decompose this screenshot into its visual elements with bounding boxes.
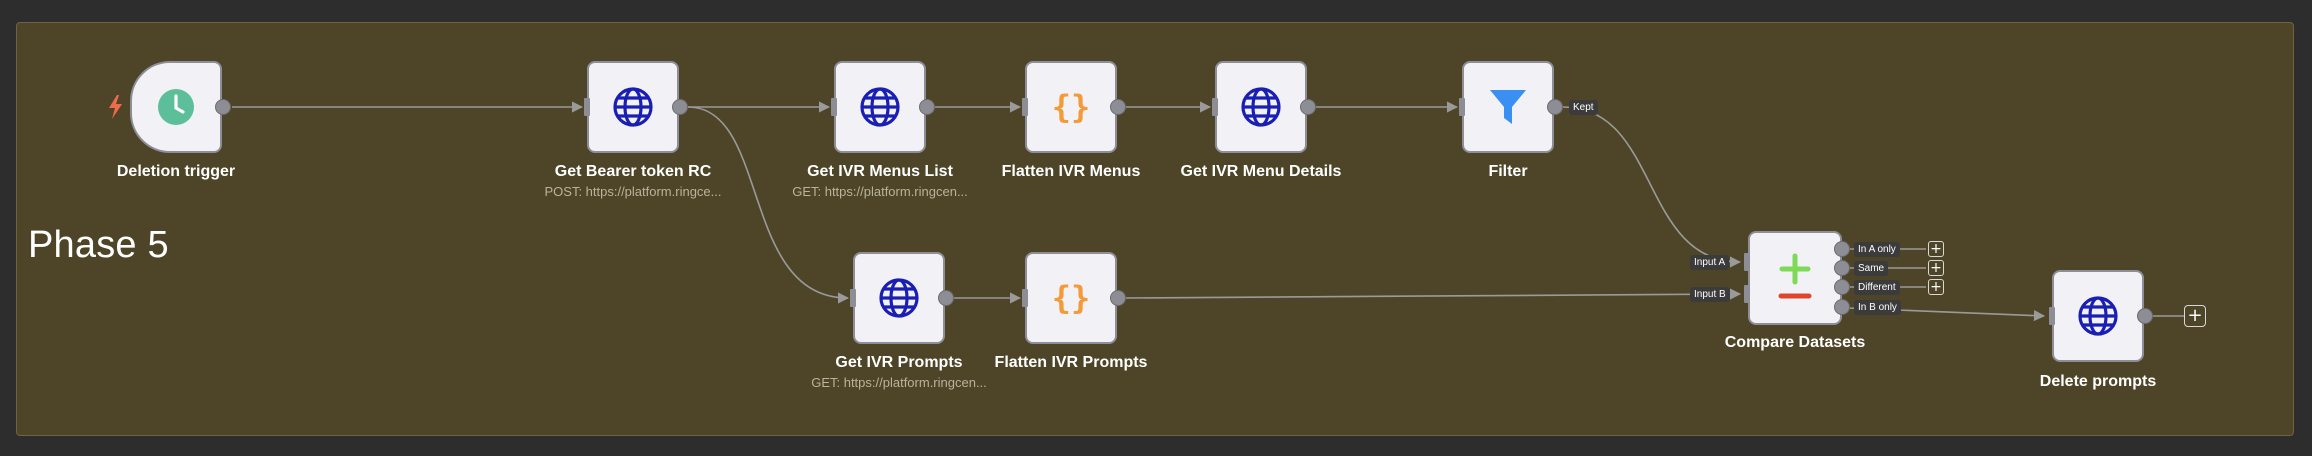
add-node-button[interactable]: + bbox=[1928, 279, 1944, 295]
node-subtitle: POST: https://platform.ringce... bbox=[544, 184, 722, 199]
input-port[interactable] bbox=[850, 289, 856, 307]
node-subtitle: GET: https://platform.ringcen... bbox=[811, 375, 987, 390]
output-port[interactable] bbox=[215, 99, 231, 115]
input-port[interactable] bbox=[1022, 98, 1028, 116]
node-subtitle: GET: https://platform.ringcen... bbox=[792, 184, 968, 199]
sticky-note-phase[interactable] bbox=[16, 22, 2294, 436]
node-label: Get Bearer token RC bbox=[554, 163, 712, 180]
node-label: Flatten IVR Prompts bbox=[994, 354, 1148, 371]
node-label: Filter bbox=[1488, 163, 1528, 180]
node-flatten-ivr-menus[interactable]: {} bbox=[1025, 61, 1117, 153]
input-port[interactable] bbox=[1459, 98, 1465, 116]
node-label: Get IVR Menu Details bbox=[1180, 163, 1342, 180]
plus-minus-icon bbox=[1778, 253, 1812, 299]
output-port-same[interactable] bbox=[1834, 260, 1850, 276]
node-deletion-trigger[interactable] bbox=[130, 61, 222, 153]
edge-label-input-a: Input A bbox=[1690, 255, 1730, 270]
node-label: Deletion trigger bbox=[116, 163, 236, 180]
globe-icon bbox=[860, 87, 900, 127]
output-port-kept[interactable] bbox=[1547, 99, 1563, 115]
trigger-bolt-icon bbox=[109, 95, 122, 119]
edge-label-different: Different bbox=[1854, 280, 1900, 295]
node-compare-datasets[interactable] bbox=[1748, 231, 1842, 325]
clock-icon bbox=[158, 89, 194, 125]
input-port-b[interactable] bbox=[1744, 285, 1750, 303]
add-node-button[interactable]: + bbox=[2184, 305, 2206, 327]
globe-icon bbox=[1241, 87, 1281, 127]
output-port[interactable] bbox=[2137, 308, 2153, 324]
edge-flatten-prompts-to-compare bbox=[1125, 288, 1742, 300]
node-get-ivr-menus-list[interactable] bbox=[834, 61, 926, 153]
globe-icon bbox=[2078, 296, 2118, 336]
node-get-ivr-prompts[interactable] bbox=[853, 252, 945, 344]
node-flatten-ivr-prompts[interactable]: {} bbox=[1025, 252, 1117, 344]
edge-label-kept: Kept bbox=[1569, 100, 1598, 115]
edge-filter-to-compare bbox=[1562, 106, 1742, 268]
node-label: Compare Datasets bbox=[1724, 334, 1866, 351]
node-label: Flatten IVR Menus bbox=[1001, 163, 1141, 180]
node-get-ivr-menu-details[interactable] bbox=[1215, 61, 1307, 153]
code-braces-icon: {} bbox=[1052, 279, 1091, 317]
node-get-bearer-token[interactable] bbox=[587, 61, 679, 153]
input-port[interactable] bbox=[1212, 98, 1218, 116]
output-port[interactable] bbox=[1110, 290, 1126, 306]
input-port[interactable] bbox=[584, 98, 590, 116]
output-port-in-b-only[interactable] bbox=[1834, 299, 1850, 315]
code-braces-icon: {} bbox=[1052, 88, 1091, 126]
node-label: Get IVR Prompts bbox=[835, 354, 963, 371]
sticky-note-title: Phase 5 bbox=[28, 224, 169, 266]
output-port[interactable] bbox=[919, 99, 935, 115]
input-port[interactable] bbox=[2049, 307, 2055, 325]
edge-label-in-a-only: In A only bbox=[1854, 242, 1900, 257]
output-port[interactable] bbox=[672, 99, 688, 115]
add-node-button[interactable]: + bbox=[1928, 241, 1944, 257]
svg-text:{}: {} bbox=[1052, 88, 1091, 126]
output-port[interactable] bbox=[1110, 99, 1126, 115]
input-port-a[interactable] bbox=[1744, 253, 1750, 271]
funnel-icon bbox=[1490, 90, 1526, 124]
output-port-in-a-only[interactable] bbox=[1834, 241, 1850, 257]
globe-icon bbox=[613, 87, 653, 127]
edge-label-same: Same bbox=[1854, 261, 1889, 276]
add-node-button[interactable]: + bbox=[1928, 260, 1944, 276]
edge-label-input-b: Input B bbox=[1690, 287, 1730, 302]
output-port[interactable] bbox=[938, 290, 954, 306]
node-filter[interactable] bbox=[1462, 61, 1554, 153]
output-port-different[interactable] bbox=[1834, 279, 1850, 295]
edge-label-in-b-only: In B only bbox=[1854, 300, 1901, 315]
svg-text:{}: {} bbox=[1052, 279, 1091, 317]
input-port[interactable] bbox=[1022, 289, 1028, 307]
node-delete-prompts[interactable] bbox=[2052, 270, 2144, 362]
node-label: Get IVR Menus List bbox=[807, 163, 953, 180]
output-port[interactable] bbox=[1300, 99, 1316, 115]
input-port[interactable] bbox=[831, 98, 837, 116]
node-label: Delete prompts bbox=[2039, 373, 2157, 390]
edge-bearer-to-prompts bbox=[687, 106, 850, 304]
globe-icon bbox=[879, 278, 919, 318]
